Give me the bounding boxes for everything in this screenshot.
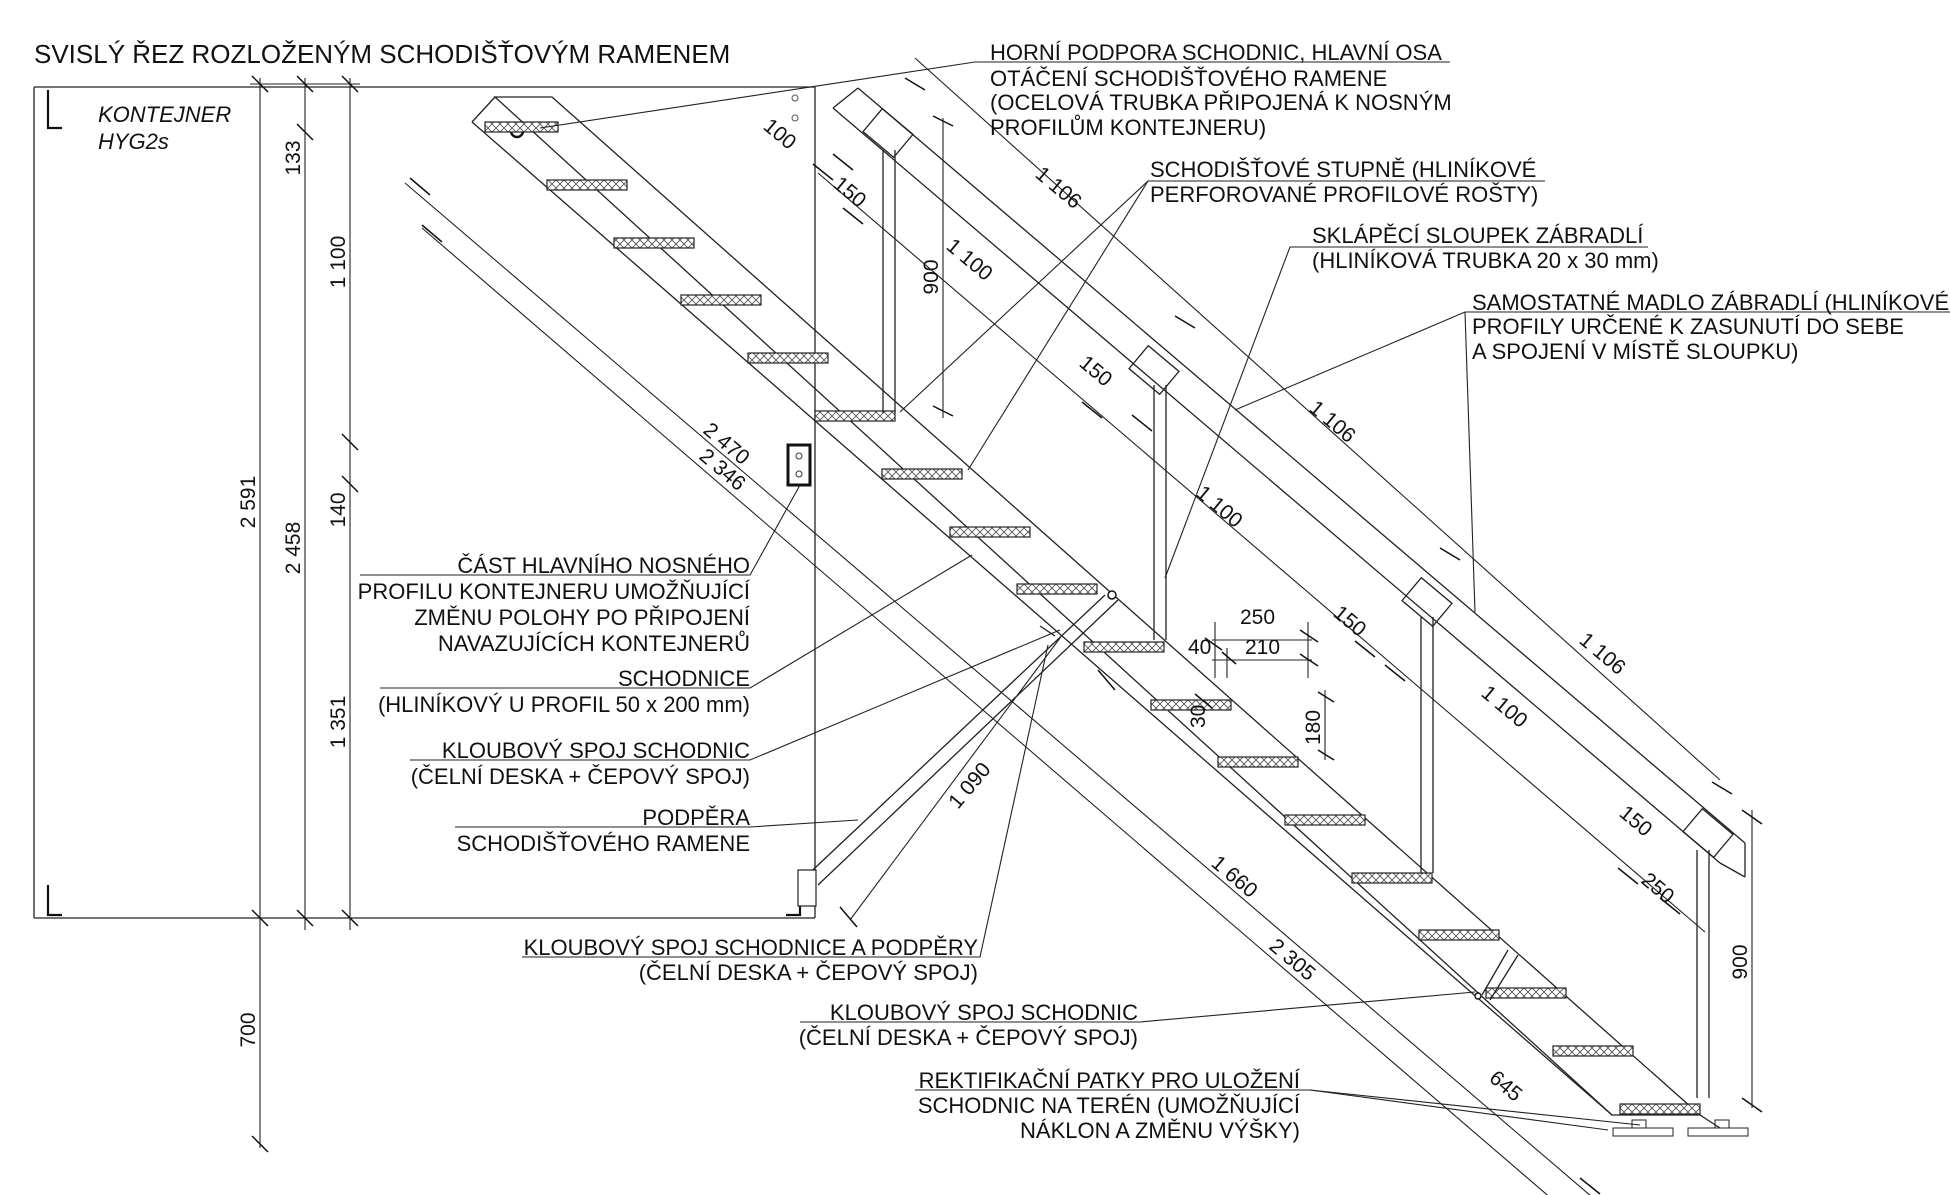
- railing-posts: [862, 107, 1734, 1098]
- callout-podpera: PODPĚRA SCHODIŠŤOVÉHO RAMENE: [457, 805, 751, 856]
- container-corner-top: [46, 90, 62, 130]
- dim-1100-vertical: 1 100: [327, 236, 350, 289]
- dim-180: 180: [1302, 710, 1325, 745]
- stair-treads: [484, 121, 1701, 1115]
- callout-nosny-profil: ČÁST HLAVNÍHO NOSNÉHO PROFILU KONTEJNERU…: [358, 553, 751, 656]
- dim-1660: 1 660: [1207, 851, 1262, 902]
- dim-100: 100: [759, 114, 801, 154]
- callout-schodnice-l2: (HLINÍKOVÝ U PROFIL 50 x 200 mm): [378, 692, 750, 717]
- callout-kloub1: KLOUBOVÝ SPOJ SCHODNIC (ČELNÍ DESKA + ČE…: [411, 738, 750, 789]
- callout-kloub2-l1: KLOUBOVÝ SPOJ SCHODNIC: [830, 1000, 1138, 1025]
- tick: [1741, 1097, 1763, 1113]
- stair-dimension-lines: [404, 153, 1706, 1195]
- strut-base-plate: [797, 869, 817, 907]
- dim-40: 40: [1188, 636, 1211, 659]
- callout-sloupek-l1: SKLÁPĚCÍ SLOUPEK ZÁBRADLÍ: [1312, 223, 1644, 248]
- container-corner-bottom: [46, 885, 62, 917]
- callout-kloub-podpera-l1: KLOUBOVÝ SPOJ SCHODNICE A PODPĚRY: [524, 935, 979, 960]
- adjustable-feet: [1612, 1114, 1749, 1137]
- dim-700: 700: [237, 1012, 260, 1047]
- dim-1106-top: 1 106: [1031, 162, 1086, 213]
- dim-1100-mid: 1 100: [1192, 481, 1247, 532]
- dim-1106-low: 1 106: [1575, 628, 1630, 679]
- callout-stupne-l2: PERFOROVANÉ PROFILOVÉ ROŠTY): [1150, 182, 1538, 207]
- callout-kloub-podpera: KLOUBOVÝ SPOJ SCHODNICE A PODPĚRY (ČELNÍ…: [524, 935, 979, 985]
- callout-patky-l2: SCHODNIC NA TERÉN (UMOŽŇUJÍCÍ: [918, 1093, 1301, 1118]
- dim-250-tread: 250: [1240, 606, 1275, 629]
- callout-nosny-profil-l4: NAVAZUJÍCÍCH KONTEJNERŮ: [438, 631, 750, 656]
- tick: [932, 405, 954, 417]
- dim-133: 133: [282, 140, 305, 175]
- callout-horni-podpora-l2: OTÁČENÍ SCHODIŠŤOVÉHO RAMENE: [990, 66, 1387, 91]
- container-outline: [33, 86, 816, 919]
- callout-kloub2-l2: (ČELNÍ DESKA + ČEPOVÝ SPOJ): [799, 1025, 1138, 1050]
- callout-madlo: SAMOSTATNÉ MADLO ZÁBRADLÍ (HLINÍKOVÉ PRO…: [1472, 290, 1949, 364]
- callout-horni-podpora-l4: PROFILŮM KONTEJNERU): [990, 115, 1266, 140]
- handrail: [832, 57, 1746, 878]
- container-label-line2: HYG2s: [98, 129, 169, 154]
- callout-nosny-profil-l1: ČÁST HLAVNÍHO NOSNÉHO: [457, 553, 750, 578]
- callout-madlo-l3: A SPOJENÍ V MÍSTĚ SLOUPKU): [1472, 339, 1798, 364]
- strut-joint: [1107, 590, 1117, 600]
- left-dimension-lines: [250, 75, 360, 1153]
- dim-1090: 1 090: [944, 758, 995, 813]
- dim-1100-top: 1 100: [942, 234, 997, 285]
- dim-150-low: 150: [1329, 601, 1371, 641]
- dim-900-lower: 900: [1729, 944, 1752, 979]
- callout-podpera-l1: PODPĚRA: [642, 805, 750, 830]
- callout-patky-l1: REKTIFIKAČNÍ PATKY PRO ULOŽENÍ: [919, 1068, 1301, 1093]
- callout-nosny-profil-l3: ZMĚNU POLOHY PO PŘIPOJENÍ: [414, 605, 751, 630]
- tick: [1741, 809, 1763, 825]
- dim-2458: 2 458: [282, 522, 305, 575]
- tick: [932, 115, 954, 127]
- dim-150-mid: 150: [1075, 351, 1117, 391]
- callout-stupne-l1: SCHODIŠŤOVÉ STUPNĚ (HLINÍKOVÉ: [1150, 157, 1536, 182]
- drawing-title: SVISLÝ ŘEZ ROZLOŽENÝM SCHODIŠŤOVÝM RAMEN…: [34, 39, 730, 69]
- callout-sloupek: SKLÁPĚCÍ SLOUPEK ZÁBRADLÍ (HLINÍKOVÁ TRU…: [1312, 223, 1659, 273]
- callout-podpera-l2: SCHODIŠŤOVÉHO RAMENE: [457, 831, 750, 856]
- callout-madlo-l2: PROFILY URČENÉ K ZASUNUTÍ DO SEBE: [1472, 314, 1904, 339]
- callout-horni-podpora: HORNÍ PODPORA SCHODNIC, HLAVNÍ OSA OTÁČE…: [990, 40, 1452, 140]
- callout-kloub1-l1: KLOUBOVÝ SPOJ SCHODNIC: [442, 738, 750, 763]
- dim-210: 210: [1245, 636, 1280, 659]
- support-strut: [797, 590, 1119, 928]
- callout-kloub1-l2: (ČELNÍ DESKA + ČEPOVÝ SPOJ): [411, 764, 750, 789]
- callout-patky-l3: NÁKLON A ZMĚNU VÝŠKY): [1020, 1118, 1300, 1143]
- callout-kloub2: KLOUBOVÝ SPOJ SCHODNIC (ČELNÍ DESKA + ČE…: [799, 1000, 1138, 1050]
- callout-schodnice-l1: SCHODNICE: [618, 666, 750, 691]
- dim-150-top: 150: [829, 172, 871, 212]
- container-profile-bracket: [786, 443, 812, 487]
- callout-patky: REKTIFIKAČNÍ PATKY PRO ULOŽENÍ SCHODNIC …: [918, 1068, 1301, 1143]
- dim-150-bottom: 150: [1615, 801, 1657, 841]
- leader-lines: [360, 61, 1950, 1131]
- callout-horni-podpora-l3: (OCELOVÁ TRUBKA PŘIPOJENÁ K NOSNÝM: [990, 90, 1452, 115]
- container-label-line1: KONTEJNER: [98, 102, 231, 127]
- callout-stupne: SCHODIŠŤOVÉ STUPNĚ (HLINÍKOVÉ PERFOROVAN…: [1150, 157, 1538, 207]
- tread-detail-dims: [1194, 622, 1335, 761]
- callout-madlo-l1: SAMOSTATNÉ MADLO ZÁBRADLÍ (HLINÍKOVÉ: [1472, 290, 1949, 315]
- callout-schodnice: SCHODNICE (HLINÍKOVÝ U PROFIL 50 x 200 m…: [378, 666, 750, 717]
- dim-1100-low: 1 100: [1477, 681, 1532, 732]
- callout-nosny-profil-l2: PROFILU KONTEJNERU UMOŽŇUJÍCÍ: [358, 579, 751, 604]
- dim-645: 645: [1485, 1066, 1527, 1106]
- dim-140: 140: [327, 492, 350, 527]
- dim-1106-mid: 1 106: [1305, 396, 1360, 447]
- dim-1351: 1 351: [327, 696, 350, 749]
- dim-2591: 2 591: [237, 476, 260, 529]
- callout-sloupek-l2: (HLINÍKOVÁ TRUBKA 20 x 30 mm): [1312, 248, 1659, 273]
- stringer-hinge: [1039, 625, 1519, 1001]
- dim-900-upper: 900: [920, 259, 943, 294]
- callout-kloub-podpera-l2: (ČELNÍ DESKA + ČEPOVÝ SPOJ): [639, 960, 978, 985]
- dim-250-bottom: 250: [1637, 868, 1679, 908]
- callout-horni-podpora-l1: HORNÍ PODPORA SCHODNIC, HLAVNÍ OSA: [990, 40, 1442, 65]
- dim-30: 30: [1187, 705, 1210, 728]
